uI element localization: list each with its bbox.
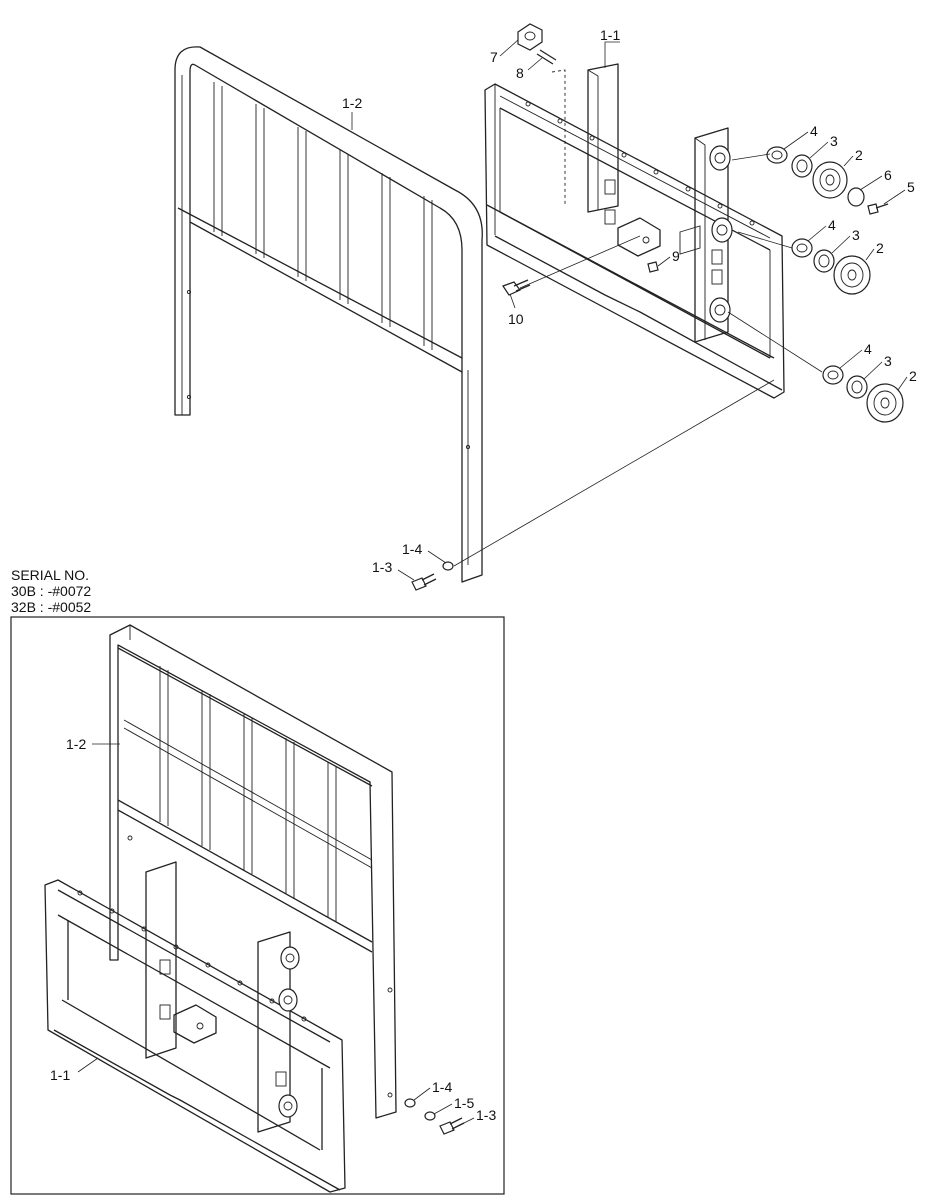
callout-1-4-top: 1-4: [402, 541, 422, 557]
serial-note: SERIAL NO. 30B : -#0072 32B : -#0052: [11, 567, 91, 615]
serial-note-line2: 30B : -#0072: [11, 583, 91, 599]
callout-3b: 3: [852, 227, 860, 243]
callouts-inset: 1-2 1-1 1-4 1-5 1-3: [50, 736, 496, 1127]
serial-note-line3: 32B : -#0052: [11, 599, 91, 615]
callout-3c: 3: [884, 353, 892, 369]
callout-1-4-inset: 1-4: [432, 1079, 452, 1095]
inset-frame: [10, 616, 505, 1195]
callout-2c: 2: [909, 368, 917, 384]
small-parts-inset: [404, 1098, 465, 1135]
fork-carriage-top: [484, 63, 785, 399]
callouts-top: 1-1 1-2 1-3 1-4 2 2 2 3 3 3 4 4 4 5 6 7 …: [342, 27, 917, 581]
callout-2b: 2: [876, 240, 884, 256]
fork-carriage-inset: [44, 861, 346, 1193]
callout-1-5-inset: 1-5: [454, 1095, 474, 1111]
callout-1-3-inset: 1-3: [476, 1107, 496, 1123]
callout-8: 8: [516, 65, 524, 81]
callout-1-2-top: 1-2: [342, 95, 362, 111]
washer-4-row1: [766, 146, 788, 164]
callout-5: 5: [907, 179, 915, 195]
callout-1-3-top: 1-3: [372, 559, 392, 575]
serial-note-line1: SERIAL NO.: [11, 567, 89, 583]
callout-6: 6: [884, 167, 892, 183]
callout-2a: 2: [855, 147, 863, 163]
load-backrest-inset: [109, 624, 397, 1119]
callout-4c: 4: [864, 341, 872, 357]
callout-1-1-top: 1-1: [600, 27, 620, 43]
callout-4b: 4: [828, 217, 836, 233]
small-parts-top: [411, 23, 904, 591]
callout-1-2-inset: 1-2: [66, 736, 86, 752]
callout-10: 10: [508, 311, 524, 327]
callout-7: 7: [490, 49, 498, 65]
callout-4a: 4: [810, 123, 818, 139]
callout-9: 9: [672, 248, 680, 264]
callout-3a: 3: [830, 133, 838, 149]
callout-1-1-inset: 1-1: [50, 1067, 70, 1083]
load-backrest-top: [174, 46, 483, 583]
